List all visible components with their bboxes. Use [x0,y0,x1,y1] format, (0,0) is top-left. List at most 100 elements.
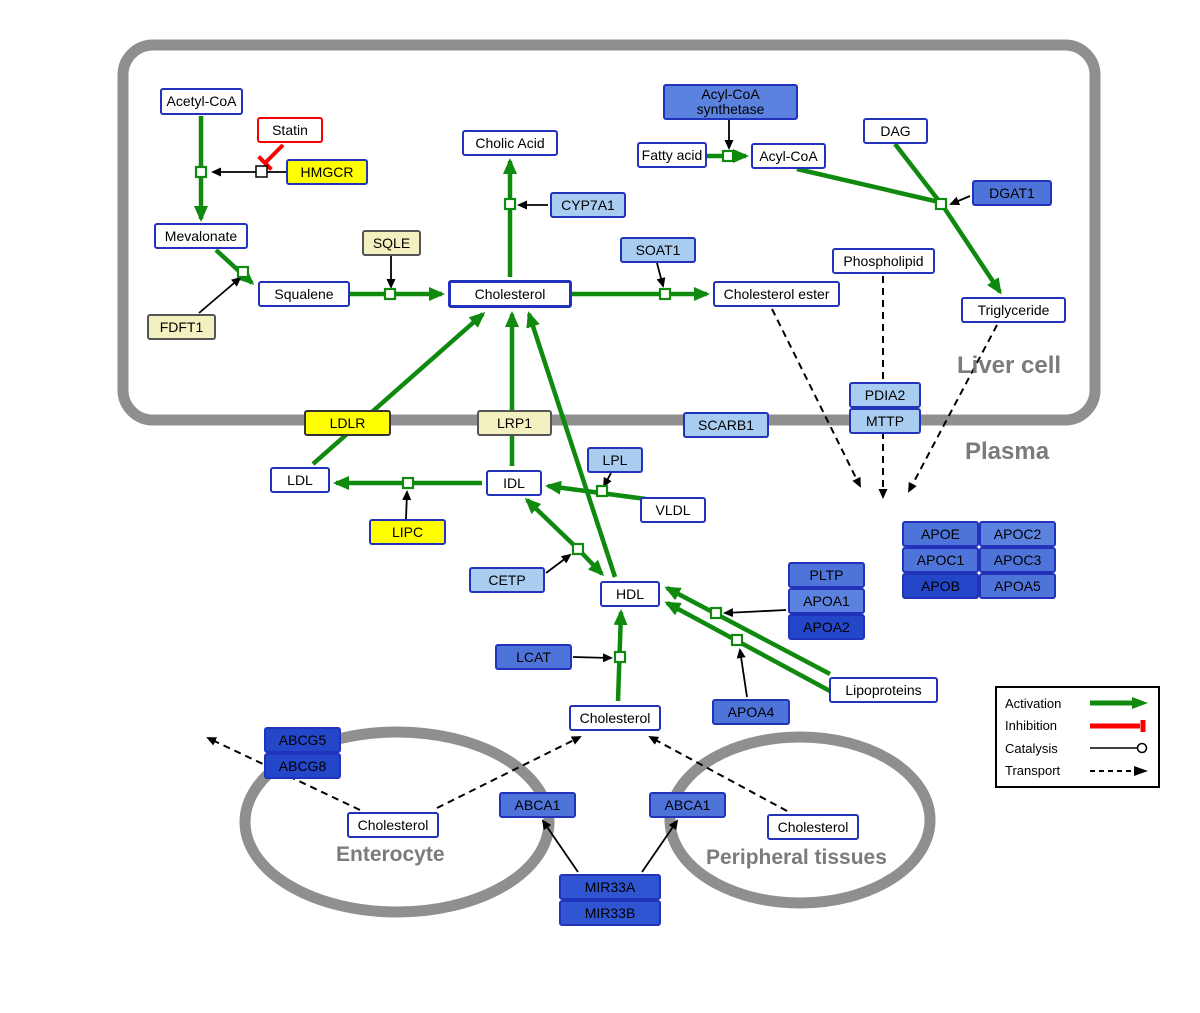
node-acyl-coa-synthetase[interactable]: Acyl-CoA synthetase [663,84,798,120]
legend-row-transport: Transport [1005,760,1150,782]
node-apoa4[interactable]: APOA4 [712,699,790,725]
edge-dgat1-catalysis [949,195,971,206]
node-statin[interactable]: Statin [257,117,323,143]
edge-ldl-uptake [311,312,486,466]
node-apoc1[interactable]: APOC1 [902,547,979,573]
node-acyl-coa[interactable]: Acyl-CoA [751,143,826,169]
reaction-node [709,606,723,620]
node-cholic-acid[interactable]: Cholic Acid [462,130,558,156]
legend: Activation Inhibition Catalysis Transpor… [995,686,1160,788]
reaction-node [401,476,415,490]
reaction-node [194,165,208,179]
peripheral-tissues-label: Peripheral tissues [706,846,887,869]
node-vldl[interactable]: VLDL [640,497,706,523]
node-apoc2[interactable]: APOC2 [979,521,1056,547]
node-apoc3[interactable]: APOC3 [979,547,1056,573]
edge-statin-inhibition [263,143,285,165]
edge-cholesterolester-export [771,308,861,488]
node-apoe[interactable]: APOE [902,521,979,547]
node-cyp7a1[interactable]: CYP7A1 [550,192,626,218]
reaction-node [503,197,517,211]
node-mir33b[interactable]: MIR33B [559,900,661,926]
node-cholesterol-plasma[interactable]: Cholesterol [569,705,661,731]
edge-lipoproteins-hdl-lower [664,601,832,693]
node-hmgcr[interactable]: HMGCR [286,159,368,185]
node-lpl[interactable]: LPL [587,447,643,473]
legend-catalysis-label: Catalysis [1005,740,1058,756]
node-dgat1[interactable]: DGAT1 [972,180,1052,206]
edge-cetp-catalysis [545,553,572,574]
node-cholesterol-enterocyte[interactable]: Cholesterol [347,812,439,838]
edge-lpl-catalysis [603,472,612,488]
node-fdft1[interactable]: FDFT1 [147,314,216,340]
node-hdl[interactable]: HDL [600,581,660,607]
node-triglyceride[interactable]: Triglyceride [961,297,1066,323]
node-lipoproteins[interactable]: Lipoproteins [829,677,938,703]
legend-row-catalysis: Catalysis [1005,737,1150,759]
inhibition-tbar-icon [1090,719,1146,732]
transport-dashed-arrow-icon [1090,765,1148,776]
node-ldlr[interactable]: LDLR [304,410,391,436]
node-phospholipid[interactable]: Phospholipid [832,248,935,274]
node-squalene[interactable]: Squalene [258,281,350,307]
reaction-node [721,149,735,163]
legend-row-inhibition: Inhibition [1005,715,1150,737]
inhibition-edges [257,143,285,171]
node-apoa5[interactable]: APOA5 [979,573,1056,599]
node-abcg5[interactable]: ABCG5 [264,727,341,753]
reaction-node [383,287,397,301]
edge-junction-triglyceride [941,204,1002,295]
node-ldl[interactable]: LDL [270,467,330,493]
node-soat1[interactable]: SOAT1 [620,237,696,263]
plasma-label: Plasma [965,438,1050,465]
edge-dag-junction [893,142,941,203]
node-pltp[interactable]: PLTP [788,562,865,588]
edge-lipc-catalysis [402,490,412,520]
edge-lcat-catalysis [572,653,613,663]
node-lcat[interactable]: LCAT [495,644,572,670]
edge-apoa4-catalysis [736,648,748,698]
node-fatty-acid[interactable]: Fatty acid [637,142,707,168]
node-abcg8[interactable]: ABCG8 [264,753,341,779]
node-mevalonate[interactable]: Mevalonate [154,223,248,249]
node-abca1-left[interactable]: ABCA1 [499,792,576,818]
node-lrp1[interactable]: LRP1 [477,410,552,436]
node-mttp[interactable]: MTTP [849,408,921,434]
reaction-node [595,484,609,498]
node-abca1-right[interactable]: ABCA1 [649,792,726,818]
legend-transport-label: Transport [1005,763,1061,779]
activation-arrow-icon [1090,697,1148,710]
node-apoa2[interactable]: APOA2 [788,614,865,640]
node-lipc[interactable]: LIPC [369,519,446,545]
legend-row-activation: Activation [1005,692,1150,714]
reaction-node [730,633,744,647]
edge-apoa-catalysis [723,608,787,618]
liver-cell-membrane [117,39,1101,426]
legend-activation-label: Activation [1005,695,1062,711]
node-cholesterol-liver[interactable]: Cholesterol [448,280,572,308]
enterocyte-label: Enterocyte [336,843,445,866]
catalysis-edges [198,120,971,873]
edge-fdft1-catalysis [198,276,242,314]
reaction-node [613,650,627,664]
legend-inhibition-label: Inhibition [1005,718,1058,734]
node-scarb1[interactable]: SCARB1 [683,412,769,438]
node-dag[interactable]: DAG [863,118,928,144]
node-apob[interactable]: APOB [902,573,979,599]
node-cholesterol-peripheral[interactable]: Cholesterol [767,814,859,840]
node-apoa1[interactable]: APOA1 [788,588,865,614]
node-acetyl-coa[interactable]: Acetyl-CoA [160,88,243,115]
node-cetp[interactable]: CETP [469,567,545,593]
edge-hdl-idl-exchange [524,497,605,577]
node-pdia2[interactable]: PDIA2 [849,382,921,408]
edge-soat1-catalysis [656,262,666,288]
node-mir33a[interactable]: MIR33A [559,874,661,900]
node-idl[interactable]: IDL [486,470,542,496]
reaction-node [571,542,585,556]
node-sqle[interactable]: SQLE [362,230,421,256]
node-cholesterol-ester[interactable]: Cholesterol ester [713,281,840,307]
edge-enterocyte-cholesterol-efflux [436,736,582,809]
edge-hdl-uptake [526,311,618,578]
edge-acylcoa-junction [796,166,940,205]
